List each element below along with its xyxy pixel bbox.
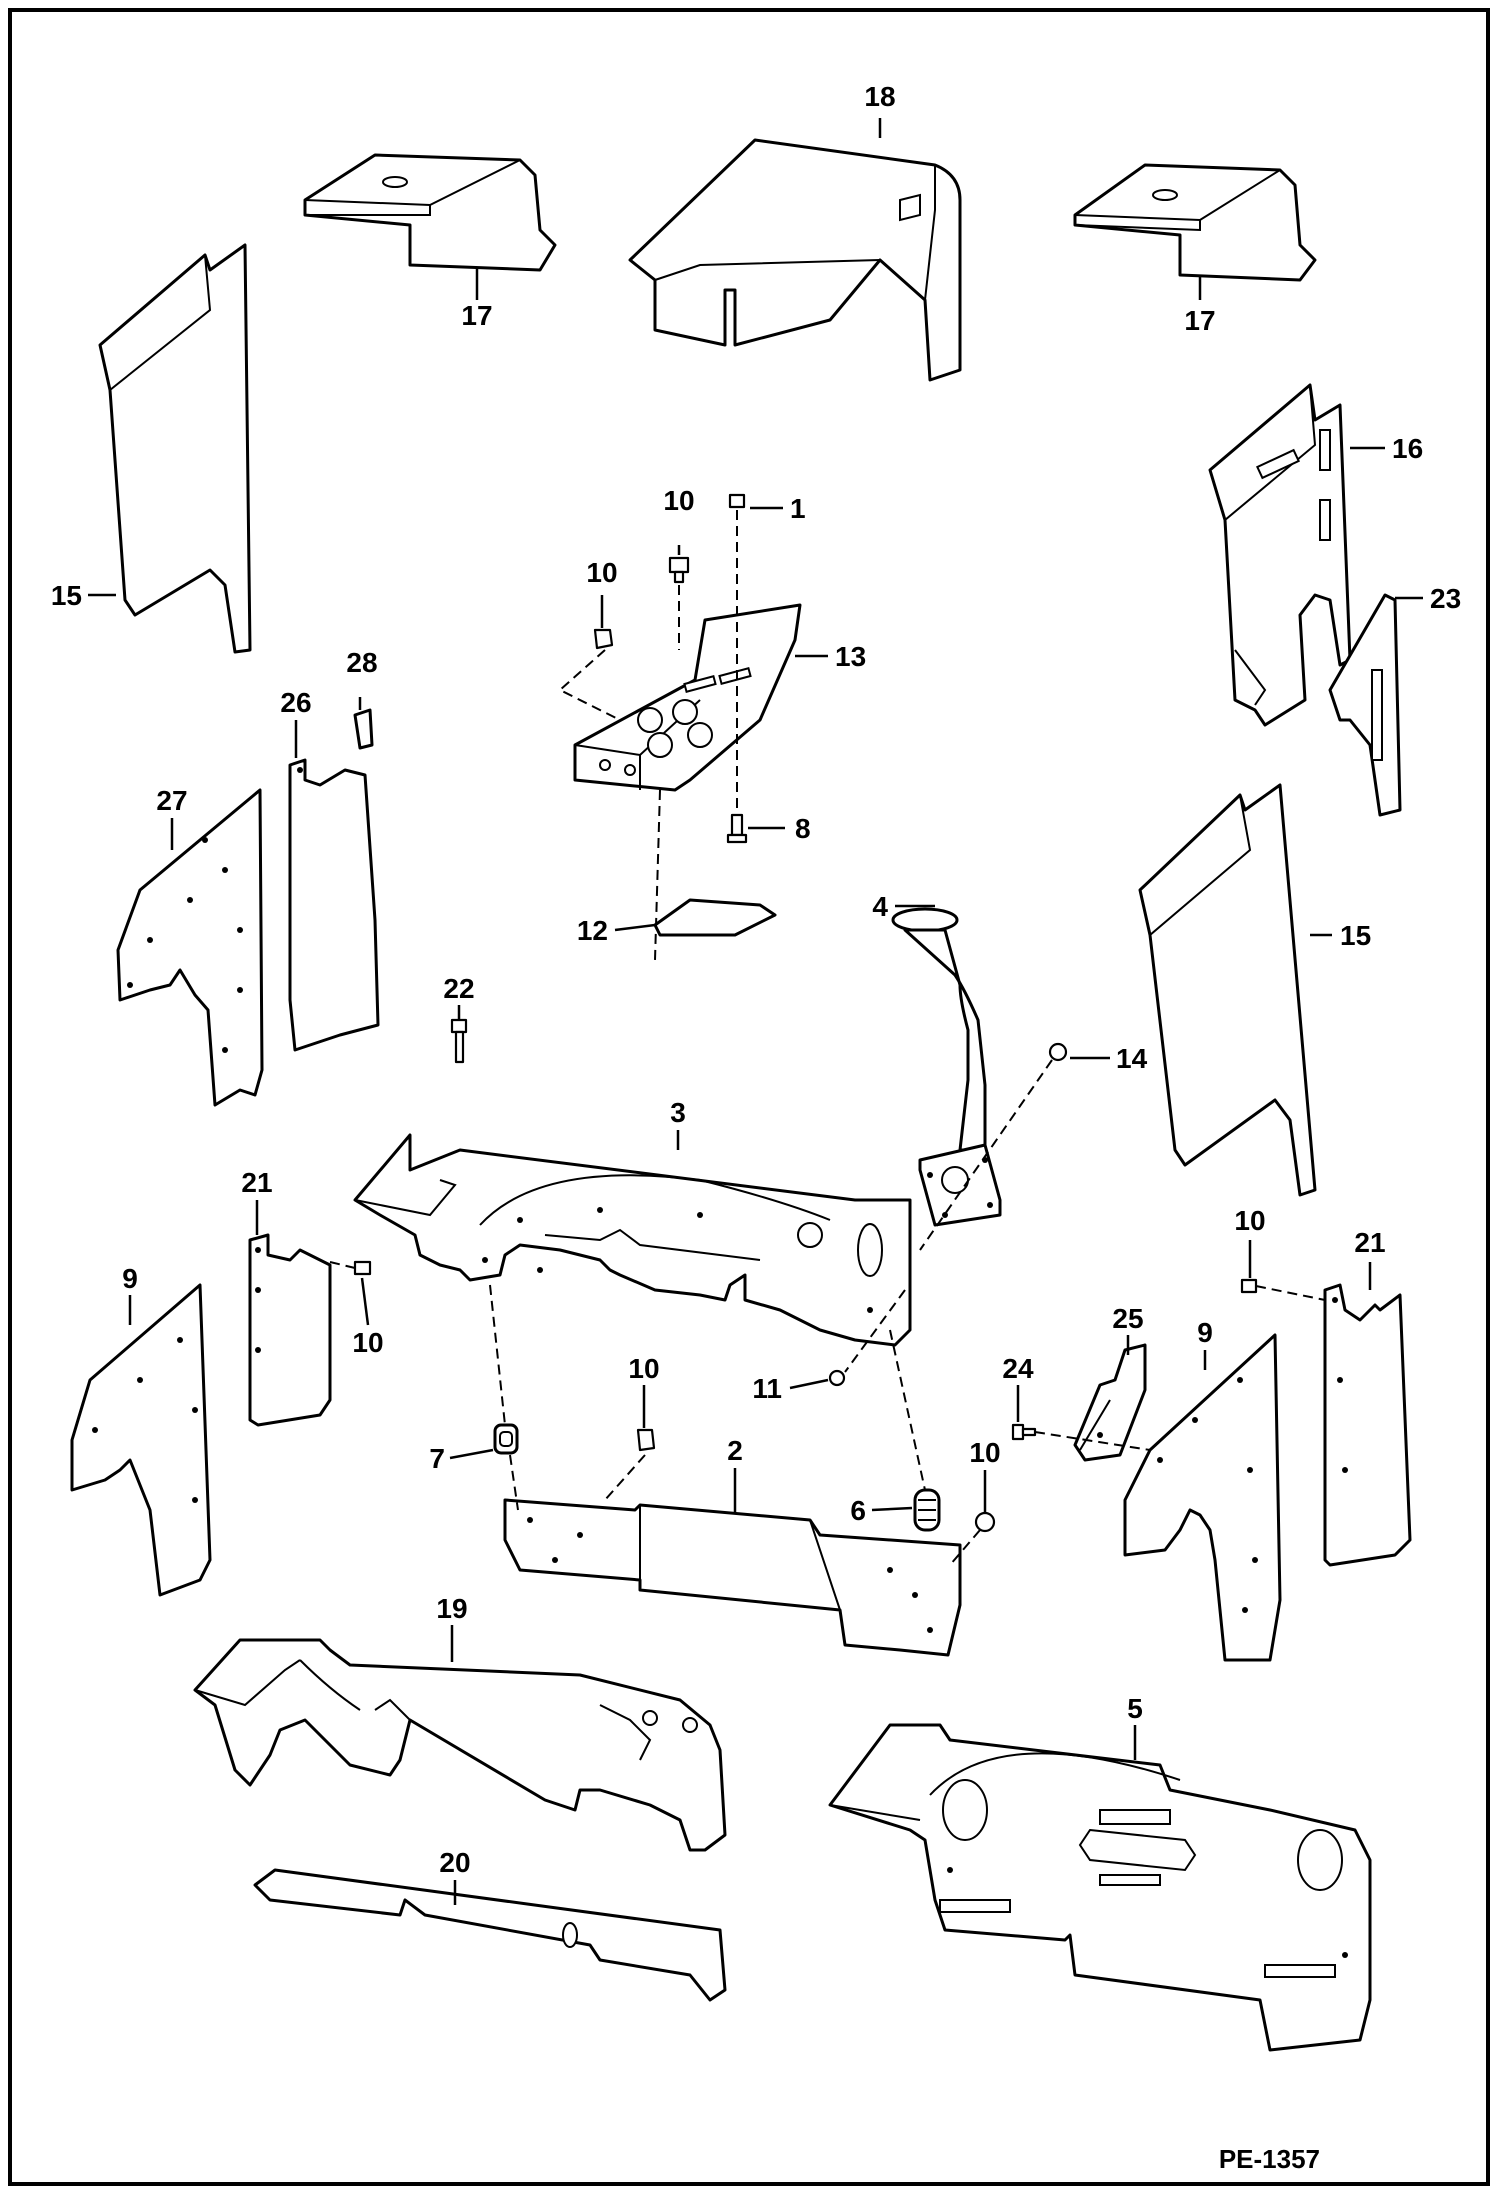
part-10-bolt-left-panel	[353, 1260, 372, 1276]
part-21-left-panel	[248, 1233, 332, 1427]
part-9-left-panel	[70, 1283, 212, 1597]
part-10-bolt-right-panel	[1240, 1278, 1258, 1294]
callout-9-right: 9	[1197, 1317, 1213, 1348]
part-10-bolt-top	[668, 556, 690, 584]
callout-13: 13	[835, 641, 866, 672]
part-18-top-cover	[628, 138, 962, 382]
part-19-bottom-frame	[193, 1638, 727, 1852]
part-15-left-panel	[98, 243, 252, 654]
part-8-bolt	[726, 813, 748, 844]
callout-4: 4	[872, 891, 888, 922]
part-17-left-bracket	[303, 153, 557, 272]
part-14-nut	[1048, 1042, 1068, 1062]
diagram-border	[8, 8, 1490, 2186]
callout-22: 22	[443, 973, 474, 1004]
part-28-clip	[353, 708, 374, 750]
callout-26: 26	[280, 687, 311, 718]
part-22-bolt	[450, 1018, 468, 1064]
callout-9-left: 9	[122, 1263, 138, 1294]
callout-23: 23	[1430, 583, 1461, 614]
part-17-right-bracket	[1073, 163, 1317, 282]
part-13-mount-plate	[573, 603, 802, 792]
part-2-lower-panel	[503, 1498, 962, 1657]
part-10-bolt-left	[593, 628, 614, 650]
callout-10-c: 10	[1234, 1205, 1265, 1236]
callout-14: 14	[1116, 1043, 1148, 1074]
callout-7: 7	[429, 1443, 445, 1474]
callout-10-d: 10	[352, 1327, 383, 1358]
callout-labels: 18 17 17 15 16 23 1 10 10 13 8 28 26 27 …	[51, 81, 1461, 1878]
callout-5: 5	[1127, 1693, 1143, 1724]
callout-10-a: 10	[663, 485, 694, 516]
part-24-bolt	[1011, 1423, 1037, 1441]
part-26-panel	[288, 758, 380, 1052]
leader-lines	[88, 118, 1423, 1905]
part-4-filler-tube	[891, 907, 1002, 1227]
part-16-right-panel	[1208, 383, 1352, 727]
callout-1: 1	[790, 493, 806, 524]
callout-2: 2	[727, 1435, 743, 1466]
part-20-bottom-bar	[253, 1868, 727, 2002]
reference-code: PE-1357	[1219, 2144, 1320, 2174]
callout-16: 16	[1392, 433, 1423, 464]
callout-10-f: 10	[969, 1437, 1000, 1468]
callout-6: 6	[850, 1495, 866, 1526]
part-10-nut-center	[636, 1428, 656, 1452]
part-7-grommet	[493, 1423, 519, 1455]
callout-19: 19	[436, 1593, 467, 1624]
part-15-right-panel	[1138, 783, 1317, 1197]
part-5-firewall	[828, 1723, 1372, 2052]
callout-21-left: 21	[241, 1167, 272, 1198]
callout-21-right: 21	[1354, 1227, 1385, 1258]
part-21-right-panel	[1323, 1283, 1412, 1567]
part-27-panel	[116, 788, 264, 1107]
part-23-side-strip	[1328, 593, 1402, 817]
part-1-nut	[728, 493, 746, 509]
callout-15-left: 15	[51, 580, 82, 611]
callout-8: 8	[795, 813, 811, 844]
callout-20: 20	[439, 1847, 470, 1878]
part-11-nut	[828, 1369, 846, 1387]
callout-25: 25	[1112, 1303, 1143, 1334]
part-3-frame	[353, 1133, 912, 1347]
callout-24: 24	[1002, 1353, 1034, 1384]
part-10-nut-right	[974, 1511, 996, 1533]
callout-12: 12	[577, 915, 608, 946]
callout-3: 3	[670, 1097, 686, 1128]
callout-15-right: 15	[1340, 920, 1371, 951]
callout-17-right: 17	[1184, 305, 1215, 336]
assembly-lines	[329, 510, 1326, 1566]
callout-10-e: 10	[628, 1353, 659, 1384]
part-9-right-panel	[1123, 1333, 1282, 1662]
callout-10-b: 10	[586, 557, 617, 588]
callout-17-left: 17	[461, 300, 492, 331]
callout-18: 18	[864, 81, 895, 112]
part-12-shim	[653, 898, 777, 937]
callout-11: 11	[752, 1373, 782, 1404]
callout-28: 28	[346, 647, 377, 678]
part-25-bracket	[1073, 1343, 1147, 1462]
part-6-grommet	[913, 1488, 941, 1532]
callout-27: 27	[156, 785, 187, 816]
